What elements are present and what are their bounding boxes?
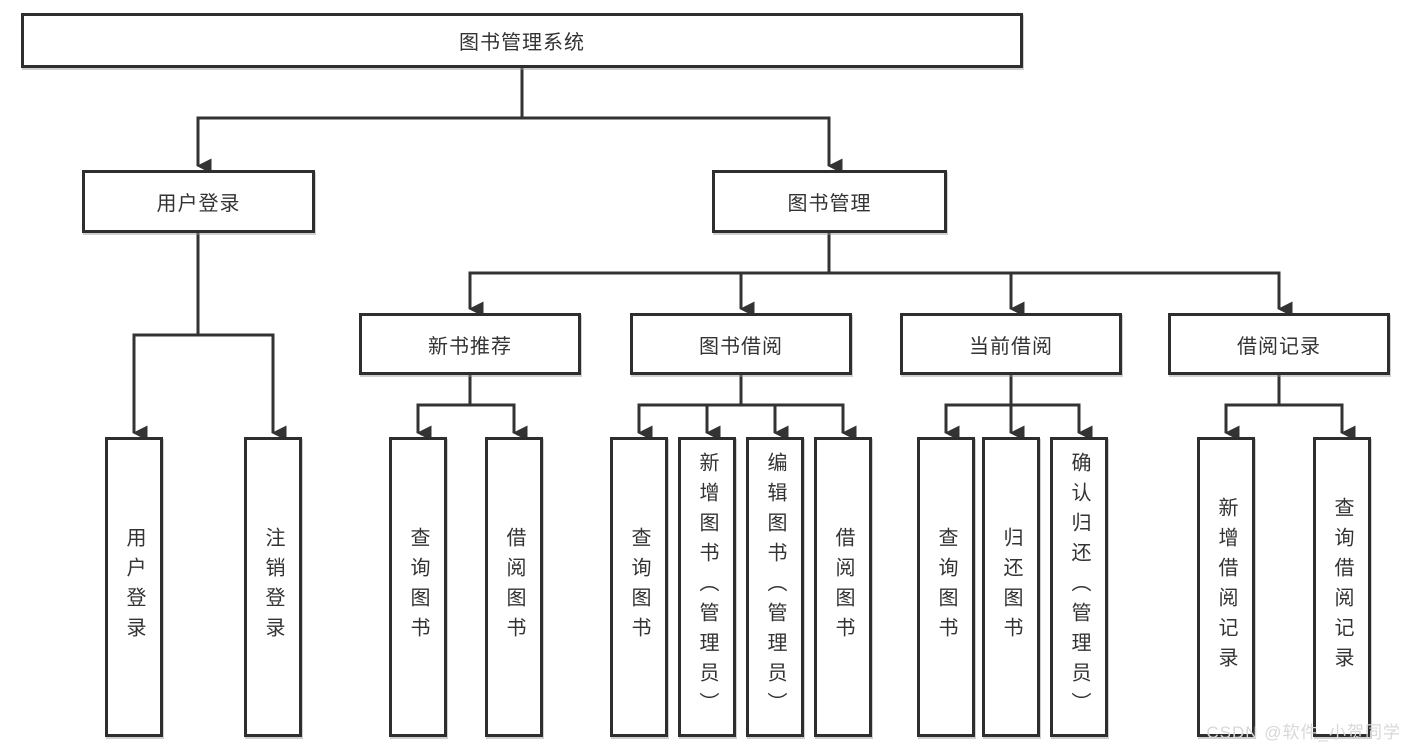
node-label: 用户登录	[123, 527, 145, 647]
node-label: 查询图书	[407, 527, 429, 647]
node-label: 新书推荐	[428, 335, 512, 358]
leaf-query-borrow-record: 查询借阅记录	[1313, 437, 1371, 737]
node-label: 查询图书	[628, 527, 650, 647]
leaf-add-borrow-record: 新增借阅记录	[1197, 437, 1255, 737]
node-label: 用户登录	[156, 193, 241, 215]
leaf-query-books: 查询图书	[917, 437, 975, 737]
node-label: 图书管理系统	[459, 32, 585, 54]
node-label: 当前借阅	[969, 335, 1053, 358]
node-label: 编辑图书（管理员）	[764, 452, 786, 722]
wire-root-to-level2	[196, 68, 843, 174]
leaf-return-books: 归还图书	[982, 437, 1040, 737]
node-book-management: 图书管理	[712, 170, 947, 233]
node-current-borrowing: 当前借阅	[900, 313, 1122, 375]
leaf-logout: 注销登录	[244, 437, 302, 737]
node-user-login: 用户登录	[82, 170, 315, 233]
node-label: 新增借阅记录	[1215, 497, 1237, 677]
wire-new-book-to-leaves	[416, 375, 528, 441]
node-label: 查询图书	[935, 527, 957, 647]
leaf-user-login: 用户登录	[105, 437, 163, 737]
wire-borrow-records-to-leaves	[1224, 375, 1356, 441]
leaf-query-books: 查询图书	[389, 437, 447, 737]
node-label: 借阅记录	[1237, 335, 1321, 358]
leaf-add-books-admin: 新增图书（管理员）	[678, 437, 736, 737]
node-label: 新增图书（管理员）	[696, 452, 718, 722]
wire-current-borrow-to-leaves	[944, 375, 1093, 441]
node-label: 图书管理	[787, 193, 872, 215]
leaf-confirm-return-admin: 确认归还（管理员）	[1050, 437, 1108, 737]
node-label: 归还图书	[1000, 527, 1022, 647]
wire-book-borrow-to-leaves	[637, 375, 857, 441]
node-label: 注销登录	[262, 527, 284, 647]
node-label: 图书借阅	[699, 335, 783, 358]
leaf-edit-books-admin: 编辑图书（管理员）	[746, 437, 804, 737]
node-borrowing-records: 借阅记录	[1168, 313, 1390, 375]
node-label: 查询借阅记录	[1331, 497, 1353, 677]
node-label: 借阅图书	[503, 527, 525, 647]
leaf-query-books: 查询图书	[610, 437, 668, 737]
csdn-watermark: CSDN @软件_小贺同学	[1206, 723, 1401, 742]
node-label: 借阅图书	[832, 527, 854, 647]
node-book-borrowing: 图书借阅	[630, 313, 852, 375]
node-library-management-system: 图书管理系统	[21, 13, 1023, 68]
node-label: 确认归还（管理员）	[1068, 452, 1090, 722]
wire-book-mgmt-to-level3	[468, 233, 1293, 317]
leaf-borrow-books: 借阅图书	[814, 437, 872, 737]
node-new-book-recommend: 新书推荐	[359, 313, 581, 375]
wire-user-login-to-leaves	[132, 233, 287, 441]
leaf-borrow-books: 借阅图书	[485, 437, 543, 737]
